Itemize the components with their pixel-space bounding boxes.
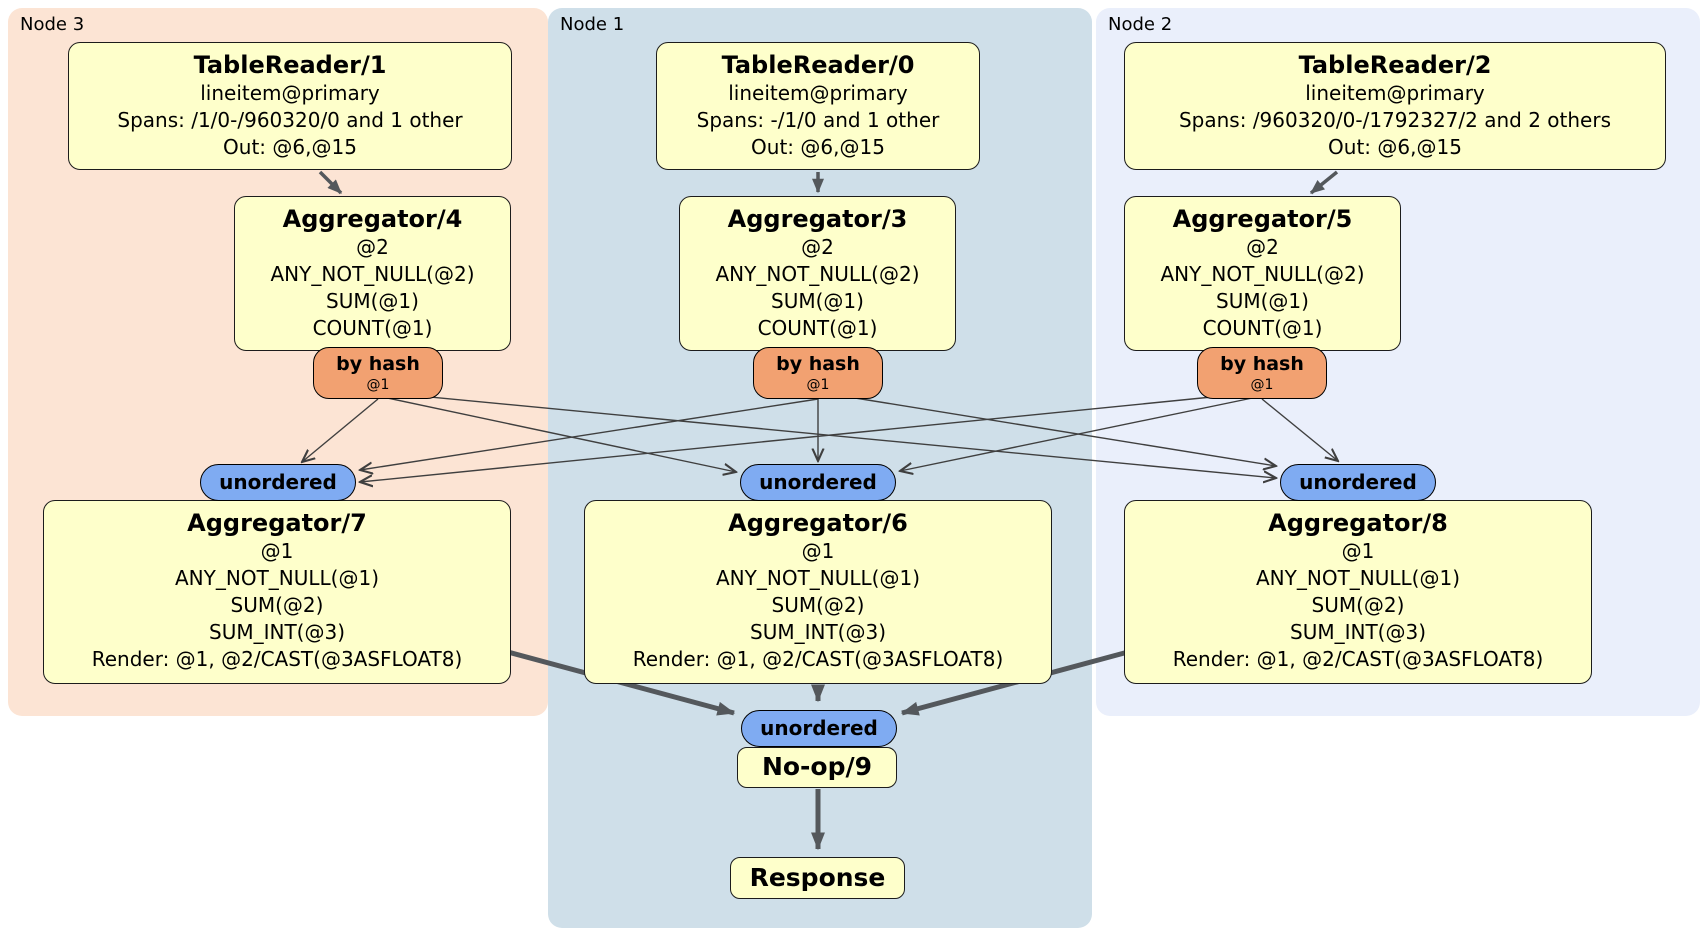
- processor-box-aggregator-6: Aggregator/6 @1 ANY_NOT_NULL(@1) SUM(@2)…: [584, 500, 1052, 684]
- processor-box-aggregator-3: Aggregator/3 @2 ANY_NOT_NULL(@2) SUM(@1)…: [679, 196, 956, 351]
- processor-box-aggregator-4: Aggregator/4 @2 ANY_NOT_NULL(@2) SUM(@1)…: [234, 196, 511, 351]
- processor-detail: Out: @6,@15: [751, 135, 885, 159]
- edge-tablereader2-aggregator5: [1309, 170, 1339, 195]
- edge-hash5-stream6: [900, 395, 1263, 471]
- by-hash-router-pill-aggregator3: by hash @1: [753, 347, 883, 399]
- processor-detail: @2: [801, 235, 834, 259]
- processor-box-tablereader-2: TableReader/2 lineitem@primary Spans: /9…: [1124, 42, 1666, 170]
- unordered-stream-pill-aggregator6: unordered: [740, 464, 896, 501]
- processor-detail: Spans: /960320/0-/1792327/2 and 2 others: [1178, 108, 1611, 132]
- processor-box-aggregator-7: Aggregator/7 @1 ANY_NOT_NULL(@1) SUM(@2)…: [43, 500, 511, 684]
- processor-detail: @2: [356, 235, 389, 259]
- processor-title: Aggregator/5: [1172, 205, 1353, 233]
- processor-detail: SUM(@2): [230, 593, 324, 617]
- processor-box-tablereader-1: TableReader/1 lineitem@primary Spans: /1…: [68, 42, 512, 170]
- processor-detail: SUM(@1): [771, 289, 864, 313]
- processor-title: TableReader/1: [193, 51, 387, 79]
- processor-detail: lineitem@primary: [728, 81, 908, 105]
- processor-detail: COUNT(@1): [1202, 316, 1323, 340]
- processor-detail: SUM(@1): [1216, 289, 1309, 313]
- by-hash-label: by hash: [1220, 353, 1304, 375]
- processor-title: Response: [749, 863, 886, 892]
- edge-hash4-stream7: [302, 398, 379, 462]
- by-hash-router-pill-aggregator4: by hash @1: [313, 347, 443, 399]
- processor-detail: ANY_NOT_NULL(@1): [1256, 566, 1460, 590]
- processor-title: Aggregator/3: [727, 205, 908, 233]
- edge-hash4-stream6: [377, 395, 736, 472]
- processor-detail: Render: @1, @2/CAST(@3ASFLOAT8): [632, 647, 1004, 671]
- processor-detail: lineitem@primary: [200, 81, 380, 105]
- edge-tablereader1-aggregator4: [318, 170, 343, 195]
- node2-label: Node 2: [1108, 14, 1173, 35]
- by-hash-key: @1: [1250, 377, 1274, 393]
- processor-detail: Render: @1, @2/CAST(@3ASFLOAT8): [91, 647, 463, 671]
- processor-title: TableReader/0: [721, 51, 915, 79]
- processor-detail: ANY_NOT_NULL(@2): [1160, 262, 1365, 286]
- edge-hash5-stream7: [360, 391, 1263, 482]
- processor-box-noop-9: No-op/9: [737, 747, 897, 788]
- processor-detail: COUNT(@1): [757, 316, 878, 340]
- processor-detail: SUM(@2): [771, 593, 865, 617]
- processor-detail: ANY_NOT_NULL(@2): [270, 262, 475, 286]
- processor-detail: Render: @1, @2/CAST(@3ASFLOAT8): [1172, 647, 1544, 671]
- processor-detail: @1: [1341, 539, 1375, 563]
- by-hash-router-pill-aggregator5: by hash @1: [1197, 347, 1327, 399]
- processor-detail: ANY_NOT_NULL(@2): [715, 262, 920, 286]
- processor-detail: ANY_NOT_NULL(@1): [716, 566, 920, 590]
- processor-detail: lineitem@primary: [1305, 81, 1485, 105]
- processor-detail: SUM(@1): [326, 289, 419, 313]
- processor-title: Aggregator/6: [728, 509, 908, 537]
- hash-exchange-edges: [302, 391, 1338, 482]
- processor-title: Aggregator/4: [282, 205, 463, 233]
- processor-title: No-op/9: [761, 752, 873, 781]
- processor-detail: @1: [801, 539, 835, 563]
- processor-detail: Out: @6,@15: [1328, 135, 1462, 159]
- processor-detail: @2: [1246, 235, 1279, 259]
- processor-detail: Out: @6,@15: [223, 135, 357, 159]
- response-box: Response: [730, 857, 905, 899]
- processor-detail: @1: [260, 539, 294, 563]
- processor-detail: Spans: -/1/0 and 1 other: [696, 108, 940, 132]
- processor-box-tablereader-0: TableReader/0 lineitem@primary Spans: -/…: [656, 42, 980, 170]
- edge-hash3-stream7: [360, 398, 819, 470]
- by-hash-label: by hash: [776, 353, 860, 375]
- by-hash-label: by hash: [336, 353, 420, 375]
- processor-box-aggregator-8: Aggregator/8 @1 ANY_NOT_NULL(@1) SUM(@2)…: [1124, 500, 1592, 684]
- processor-detail: SUM_INT(@3): [209, 620, 345, 644]
- processor-title: TableReader/2: [1298, 51, 1492, 79]
- processor-detail: SUM(@2): [1311, 593, 1405, 617]
- processor-box-aggregator-5: Aggregator/5 @2 ANY_NOT_NULL(@2) SUM(@1)…: [1124, 196, 1401, 351]
- processor-detail: SUM_INT(@3): [1290, 620, 1426, 644]
- processor-detail: ANY_NOT_NULL(@1): [175, 566, 379, 590]
- processor-title: Aggregator/8: [1268, 509, 1448, 537]
- unordered-stream-pill-aggregator7: unordered: [200, 464, 356, 501]
- node1-label: Node 1: [560, 14, 625, 35]
- by-hash-key: @1: [366, 377, 390, 393]
- unordered-stream-pill-final: unordered: [741, 710, 897, 747]
- edge-hash3-stream8: [817, 391, 1276, 466]
- processor-detail: Spans: /1/0-/960320/0 and 1 other: [117, 108, 463, 132]
- processor-title: Aggregator/7: [187, 509, 367, 537]
- edge-hash5-stream8: [1261, 398, 1338, 461]
- tablereader-aggregator-edges: [318, 170, 1339, 195]
- unordered-stream-pill-aggregator8: unordered: [1280, 464, 1436, 501]
- processor-detail: COUNT(@1): [312, 316, 433, 340]
- processor-detail: SUM_INT(@3): [750, 620, 886, 644]
- node3-label: Node 3: [20, 14, 85, 35]
- by-hash-key: @1: [806, 377, 830, 393]
